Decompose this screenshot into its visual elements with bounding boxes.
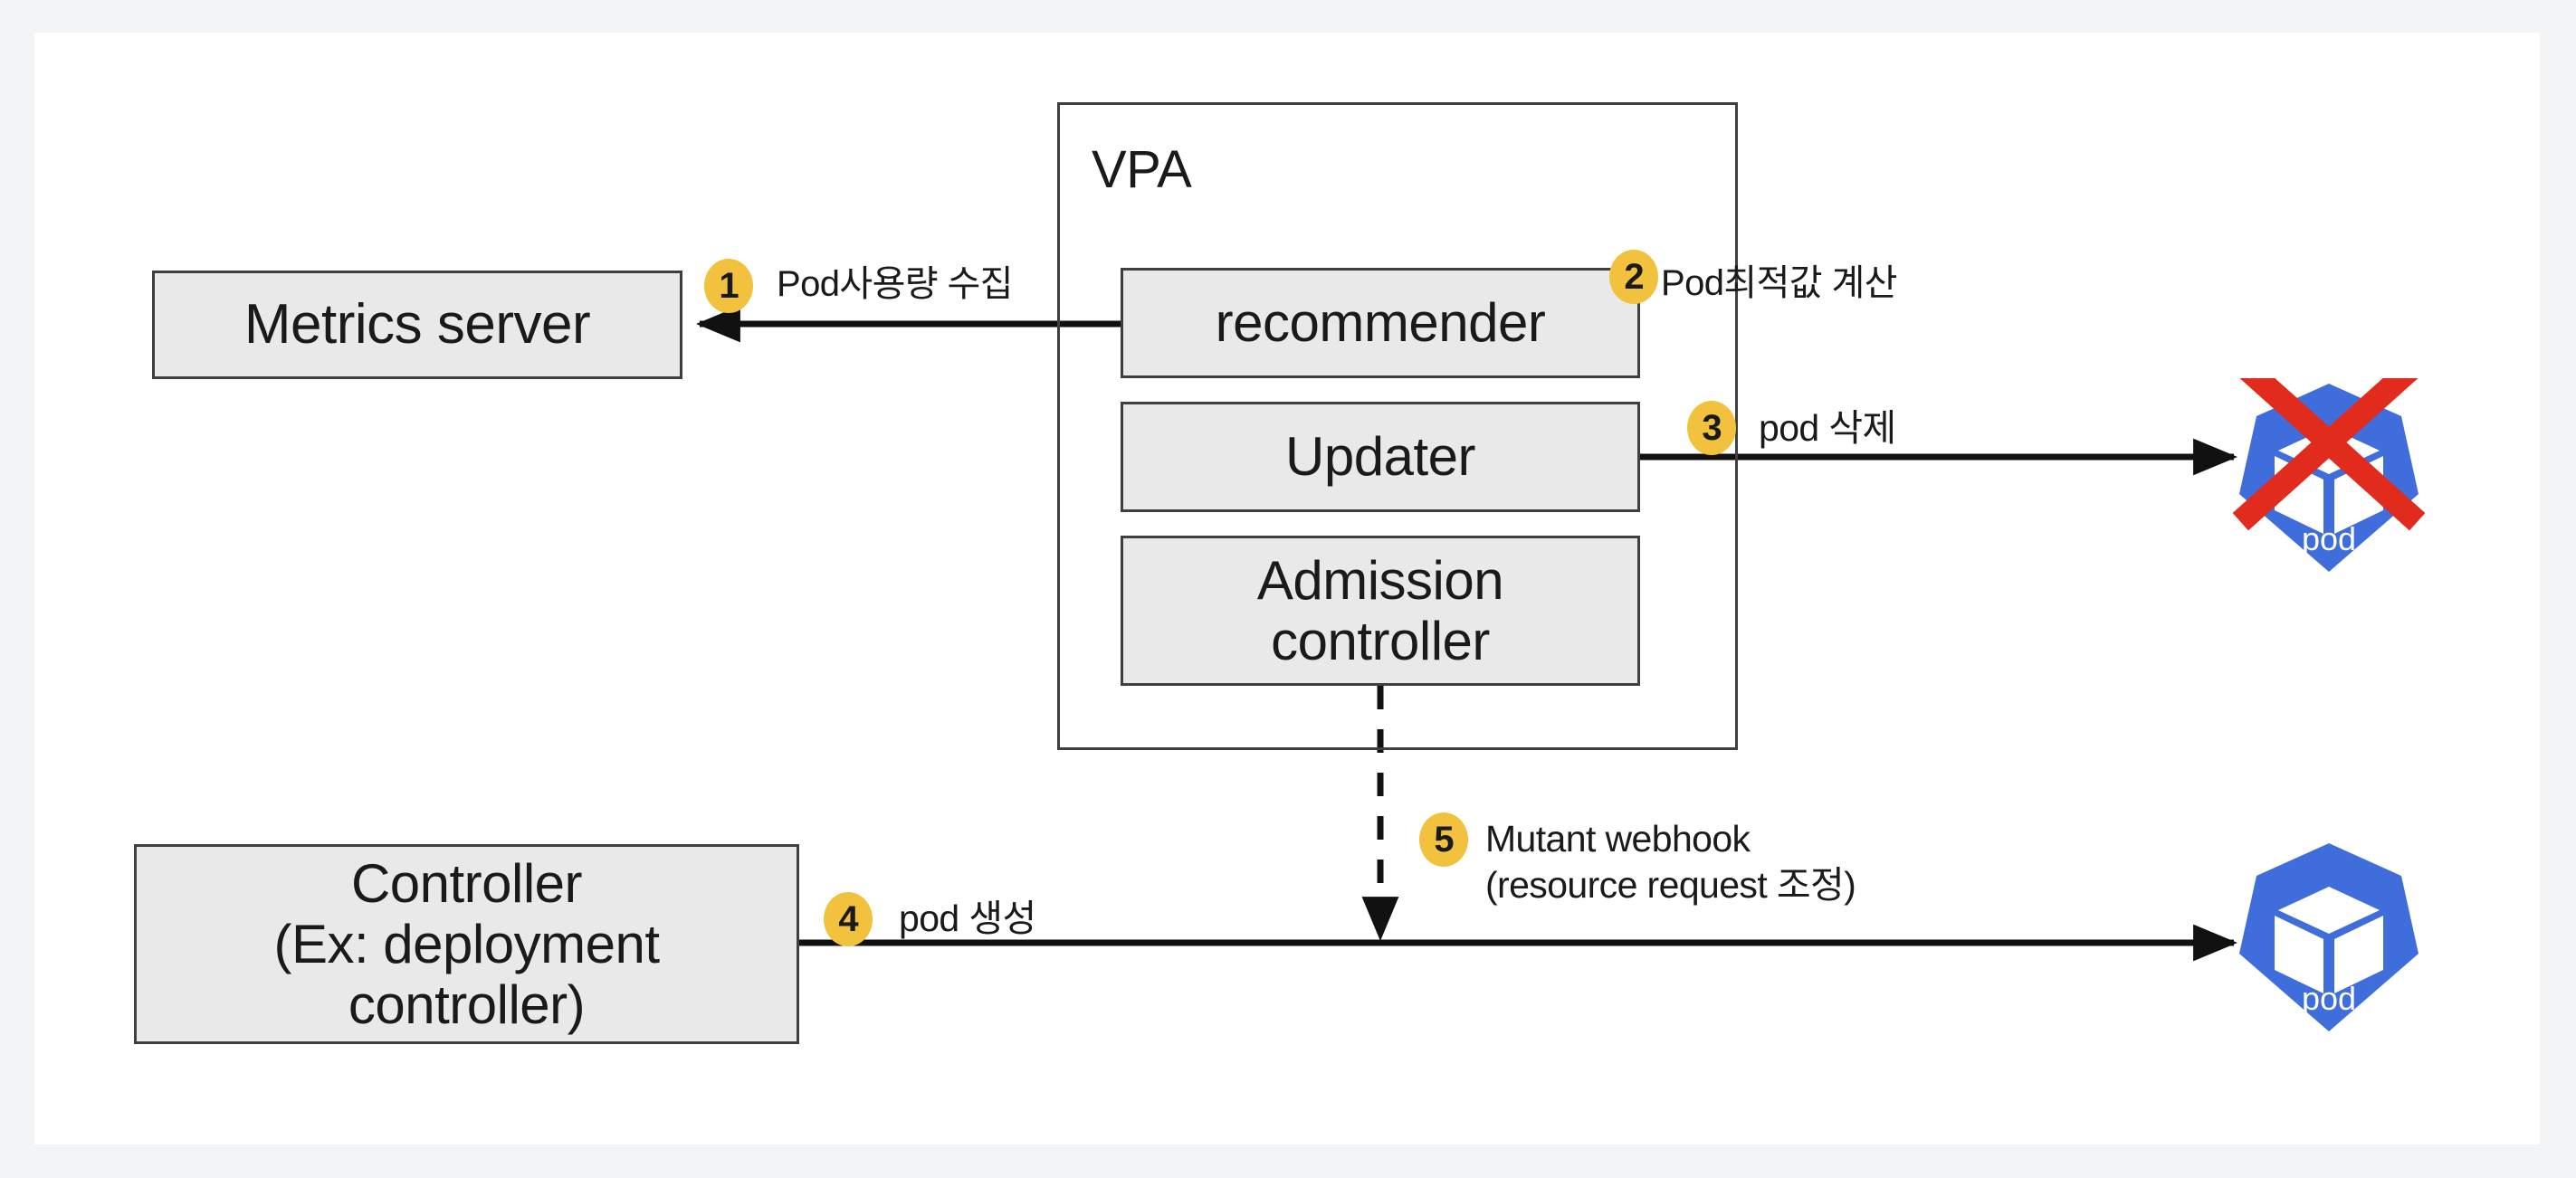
step-badge-5: 5 (1419, 812, 1468, 867)
pod-deleted-label: pod (2302, 520, 2356, 557)
pod-created-label: pod (2302, 980, 2356, 1017)
step-label-3: pod 삭제 (1759, 407, 1896, 449)
diagram-canvas: VPA Metrics server recommender Updater A… (34, 33, 2540, 1145)
step-label-2: Pod최적값 계산 (1661, 263, 1897, 303)
connector-layer (695, 305, 2238, 962)
vpa-boundary (1057, 102, 1738, 750)
step-badge-4: 4 (824, 892, 873, 946)
metrics-server-node[interactable]: Metrics server (152, 271, 682, 379)
delete-cross-icon (2232, 378, 2426, 531)
step-label-5: Mutant webhook (resource request 조정) (1485, 818, 1856, 907)
controller-node[interactable]: Controller (Ex: deployment controller) (134, 844, 799, 1044)
step-badge-3: 3 (1687, 401, 1736, 455)
pod-deleted-icon: pod (2232, 378, 2426, 572)
recommender-node[interactable]: recommender (1121, 268, 1640, 378)
updater-node[interactable]: Updater (1121, 402, 1640, 512)
step-badge-2: 2 (1609, 250, 1658, 304)
vpa-architecture-diagram: VPA Metrics server recommender Updater A… (34, 33, 2540, 1145)
step-badge-1: 1 (704, 259, 753, 313)
admission-controller-node[interactable]: Admission controller (1121, 536, 1640, 686)
step-label-1: Pod사용량 수집 (777, 264, 1013, 304)
step-label-4: pod 생성 (899, 898, 1036, 939)
vpa-title: VPA (1092, 140, 1192, 199)
pod-created-icon: pod (2239, 843, 2419, 1031)
